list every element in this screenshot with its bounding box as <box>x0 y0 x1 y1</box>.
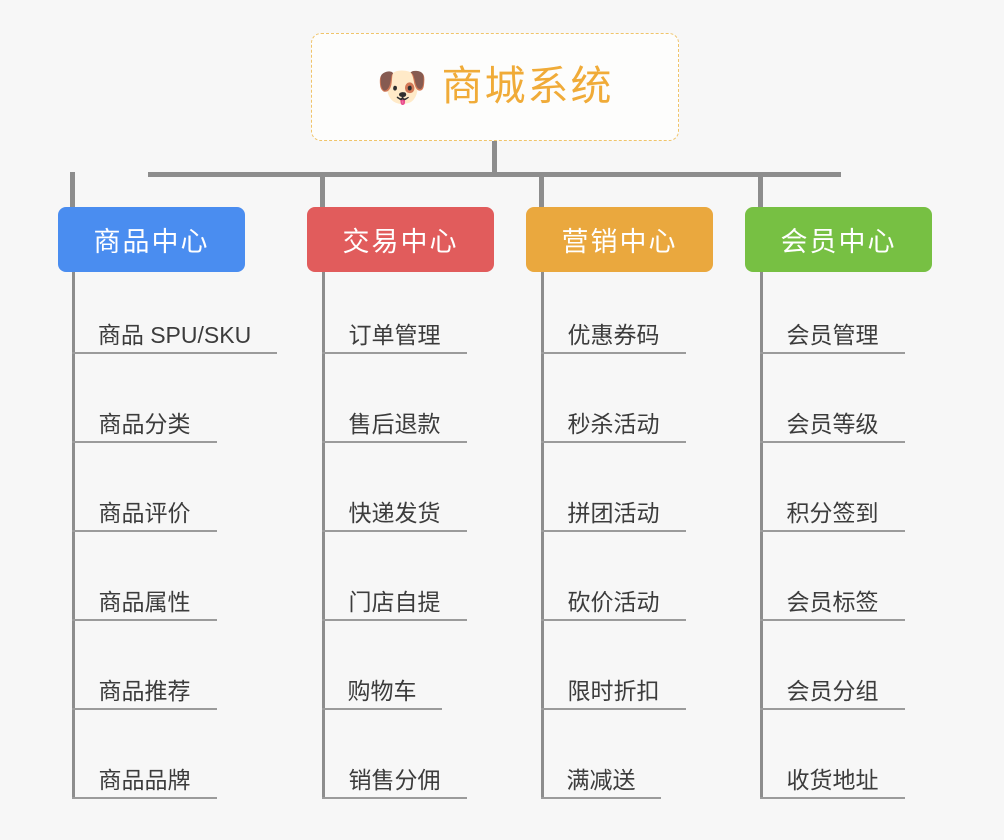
leaf-item[interactable]: 商品属性 <box>72 577 217 621</box>
leaf-item-label: 售后退款 <box>348 411 441 438</box>
leaf-item[interactable]: 拼团活动 <box>541 488 686 532</box>
leaf-item[interactable]: 限时折扣 <box>541 666 686 710</box>
leaf-item-label: 销售分佣 <box>348 767 441 794</box>
category-header-label: 会员中心 <box>780 227 897 257</box>
leaf-item[interactable]: 商品分类 <box>72 399 217 443</box>
leaf-item-label: 限时折扣 <box>567 678 660 705</box>
dog-face-icon: 🐶 <box>376 63 428 110</box>
leaf-item[interactable]: 订单管理 <box>322 310 467 354</box>
leaf-item-label: 订单管理 <box>348 322 441 349</box>
leaf-item[interactable]: 会员分组 <box>760 666 905 710</box>
leaf-item-label: 会员分组 <box>786 678 879 705</box>
category-drop-connector <box>320 172 325 207</box>
leaf-item-label: 砍价活动 <box>567 589 660 616</box>
leaf-item[interactable]: 优惠券码 <box>541 310 686 354</box>
leaf-item-label: 快递发货 <box>348 500 441 527</box>
leaf-item[interactable]: 满减送 <box>541 755 661 799</box>
category-bus-connector <box>148 172 841 177</box>
leaf-item[interactable]: 门店自提 <box>322 577 467 621</box>
category-header-label: 营销中心 <box>561 227 678 257</box>
category-drop-connector <box>70 172 75 207</box>
leaf-item[interactable]: 商品 SPU/SKU <box>72 310 277 354</box>
leaf-item[interactable]: 商品评价 <box>72 488 217 532</box>
root-node[interactable]: 🐶 商城系统 <box>311 33 679 141</box>
leaf-item[interactable]: 销售分佣 <box>322 755 467 799</box>
leaf-item[interactable]: 砍价活动 <box>541 577 686 621</box>
leaf-item-label: 满减送 <box>566 767 636 794</box>
leaf-item-label: 商品品牌 <box>98 767 191 794</box>
leaf-item-label: 收货地址 <box>786 767 879 794</box>
category-header-4[interactable]: 会员中心 <box>745 207 932 272</box>
leaf-item-label: 门店自提 <box>348 589 441 616</box>
category-header-label: 商品中心 <box>93 227 210 257</box>
category-header-1[interactable]: 商品中心 <box>58 207 245 272</box>
leaf-item-label: 优惠券码 <box>567 322 660 349</box>
category-spine-connector <box>322 272 325 799</box>
leaf-item-label: 拼团活动 <box>567 500 660 527</box>
leaf-item-label: 商品推荐 <box>98 678 191 705</box>
leaf-item-label: 商品分类 <box>98 411 191 438</box>
leaf-item-label: 秒杀活动 <box>567 411 660 438</box>
category-drop-connector <box>758 172 763 207</box>
category-header-2[interactable]: 交易中心 <box>307 207 494 272</box>
category-spine-connector <box>541 272 544 799</box>
category-spine-connector <box>72 272 75 799</box>
category-header-3[interactable]: 营销中心 <box>526 207 713 272</box>
leaf-item-label: 积分签到 <box>786 500 879 527</box>
leaf-item[interactable]: 秒杀活动 <box>541 399 686 443</box>
category-spine-connector <box>760 272 763 799</box>
leaf-item-label: 商品属性 <box>98 589 191 616</box>
leaf-item[interactable]: 快递发货 <box>322 488 467 532</box>
leaf-item[interactable]: 售后退款 <box>322 399 467 443</box>
leaf-item[interactable]: 商品推荐 <box>72 666 217 710</box>
leaf-item[interactable]: 会员等级 <box>760 399 905 443</box>
category-drop-connector <box>539 172 544 207</box>
leaf-item[interactable]: 积分签到 <box>760 488 905 532</box>
category-header-label: 交易中心 <box>342 227 459 257</box>
leaf-item-label: 会员标签 <box>786 589 879 616</box>
leaf-item[interactable]: 会员标签 <box>760 577 905 621</box>
leaf-item[interactable]: 购物车 <box>322 666 442 710</box>
root-stem-connector <box>492 141 497 175</box>
leaf-item[interactable]: 会员管理 <box>760 310 905 354</box>
leaf-item[interactable]: 收货地址 <box>760 755 905 799</box>
leaf-item-label: 购物车 <box>347 678 417 705</box>
leaf-item[interactable]: 商品品牌 <box>72 755 217 799</box>
leaf-item-label: 商品评价 <box>98 500 191 527</box>
root-node-label: 商城系统 <box>441 63 614 110</box>
leaf-item-label: 会员管理 <box>786 322 879 349</box>
leaf-item-label: 会员等级 <box>786 411 879 438</box>
leaf-item-label: 商品 SPU/SKU <box>97 322 252 349</box>
